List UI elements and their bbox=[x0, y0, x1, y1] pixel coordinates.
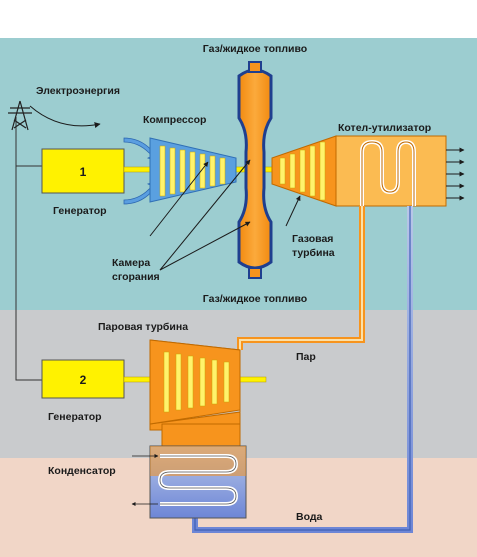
fuel-bottom-label: Газ/жидкое топливо bbox=[203, 293, 307, 305]
gas-turbine-label-line1: Газовая bbox=[292, 233, 333, 245]
power-tower-icon bbox=[8, 100, 32, 131]
steam-exhaust-duct bbox=[161, 423, 241, 447]
fuel-inlet-bottom bbox=[248, 267, 262, 279]
compressor-label: Компрессор bbox=[143, 114, 206, 126]
generator-2-number: 2 bbox=[80, 373, 87, 387]
fuel-top-label: Газ/жидкое топливо bbox=[203, 43, 307, 55]
water-label: Вода bbox=[296, 511, 323, 523]
condenser-label: Конденсатор bbox=[48, 465, 116, 477]
heat-recovery-boiler-label: Котел-утилизатор bbox=[338, 122, 431, 134]
combustion-chamber bbox=[237, 68, 273, 270]
compressor-blades bbox=[159, 145, 226, 197]
gas-turbine-label-line2: турбина bbox=[292, 247, 335, 259]
electricity-arrow-icon bbox=[29, 105, 101, 128]
steam-turbine-label: Паровая турбина bbox=[98, 321, 188, 333]
exhaust-arrows bbox=[446, 147, 465, 201]
generator-2-box bbox=[41, 359, 125, 399]
electricity-label: Электроэнергия bbox=[36, 85, 120, 97]
fuel-inlet-top bbox=[248, 61, 262, 73]
combustion-chamber-label-line1: Камера bbox=[112, 257, 150, 269]
generator-1-number: 1 bbox=[80, 165, 87, 179]
electric-wires bbox=[15, 117, 42, 381]
generator-1-label: Генератор bbox=[53, 205, 107, 217]
label-leader-lines bbox=[149, 159, 301, 271]
generator-2-label: Генератор bbox=[48, 411, 102, 423]
combustion-chamber-label-line2: сгорания bbox=[112, 271, 160, 283]
condenser-coolant-arrows bbox=[131, 454, 159, 506]
steam-label: Пар bbox=[296, 351, 316, 363]
steam-turbine-blades bbox=[163, 351, 230, 413]
heat-recovery-boiler bbox=[335, 135, 447, 207]
gas-turbine-blades bbox=[279, 141, 326, 201]
